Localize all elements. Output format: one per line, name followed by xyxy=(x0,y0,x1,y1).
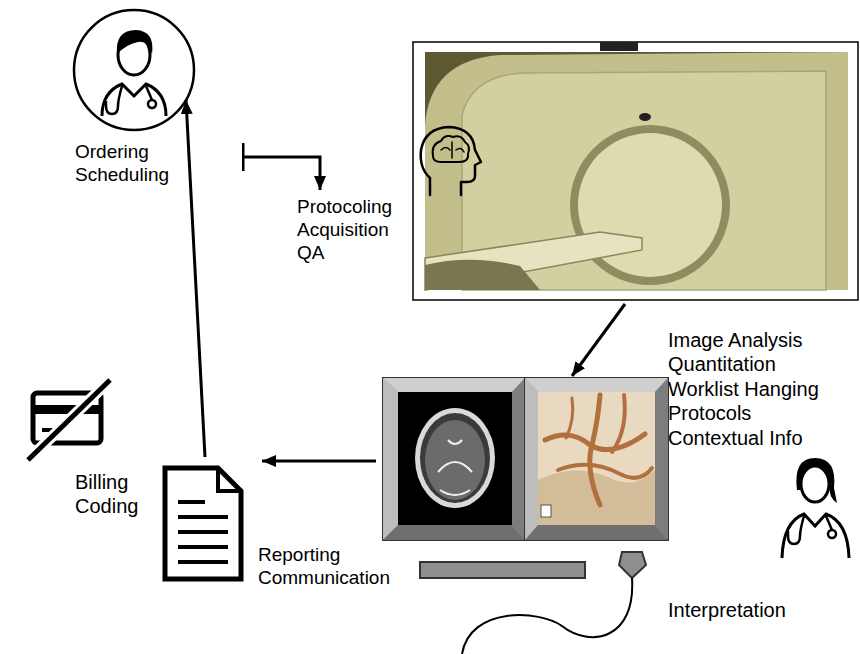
bezel-bevel xyxy=(383,525,525,540)
icon-circle xyxy=(74,10,194,130)
slash xyxy=(28,380,110,460)
document-outline xyxy=(165,468,241,579)
hair xyxy=(804,463,828,474)
keyboard xyxy=(420,562,585,578)
diagram-node: Protocoling Acquisition QA xyxy=(295,42,858,300)
physician-icon xyxy=(74,10,194,130)
gantry-slot xyxy=(639,113,651,121)
frame-clip xyxy=(600,42,638,51)
patient-table xyxy=(425,232,642,290)
vessel xyxy=(566,398,573,438)
node-text: Ordering Scheduling xyxy=(75,140,187,186)
bore-rim xyxy=(570,125,730,285)
flow-arrow xyxy=(186,100,205,457)
vessel xyxy=(590,395,600,505)
body xyxy=(102,84,166,116)
ct-slice-skull xyxy=(415,408,495,508)
radiologist-icon xyxy=(782,458,849,558)
bezel-bevel xyxy=(383,378,398,540)
report-document-icon xyxy=(165,468,241,579)
diagram-node: Image Analysis Quantitation Worklist Han… xyxy=(378,378,858,640)
monitor-screen xyxy=(538,392,655,525)
mouse xyxy=(619,552,646,578)
stethoscope xyxy=(826,516,832,530)
bezel-bevel xyxy=(383,378,525,392)
hair xyxy=(796,458,837,503)
slash-gap xyxy=(28,380,110,460)
bezel-bevel xyxy=(525,525,668,540)
vessel-render xyxy=(545,395,652,505)
crossed-card-icon xyxy=(28,380,110,460)
document-fold xyxy=(218,468,241,491)
monitor-bezel xyxy=(383,378,525,540)
stethoscope xyxy=(148,100,156,108)
stethoscope xyxy=(788,516,804,544)
bezel-bevel xyxy=(525,378,538,540)
ct-slice xyxy=(420,413,490,503)
flow-arrow xyxy=(262,460,376,463)
flow-arrow xyxy=(572,304,625,376)
monitor-bezel xyxy=(525,378,668,540)
vessel xyxy=(558,465,652,478)
bezel-bevel xyxy=(512,378,525,540)
head xyxy=(801,466,829,502)
stethoscope xyxy=(106,86,122,114)
stethoscope xyxy=(828,530,836,538)
brain-folds xyxy=(441,142,464,158)
flow-arrow xyxy=(243,157,320,190)
vessel xyxy=(612,395,625,452)
gantry xyxy=(425,52,848,290)
photo-frame xyxy=(413,42,858,300)
free-label: Billing Coding xyxy=(75,470,155,519)
node-text: Protocoling Acquisition QA xyxy=(297,195,409,265)
body xyxy=(782,514,849,558)
workstation xyxy=(383,378,668,654)
ct-slice-brain xyxy=(425,420,485,500)
node-text: Interpretation xyxy=(668,598,828,622)
monitor-screen xyxy=(398,392,512,525)
brain-head-icon xyxy=(421,127,481,195)
table-cloth xyxy=(425,260,540,290)
document-lines xyxy=(178,502,228,562)
head-outline xyxy=(421,127,481,195)
ct-scanner-photo xyxy=(413,42,858,300)
bezel-bevel xyxy=(525,378,668,392)
diagram-node: Reporting Communication xyxy=(158,455,383,595)
brain xyxy=(433,136,469,162)
hair xyxy=(117,30,153,54)
mouse-cable xyxy=(462,578,632,654)
node-text: Image Analysis Quantitation Worklist Han… xyxy=(668,328,840,450)
ct-slice-vessels xyxy=(438,440,472,495)
stethoscope xyxy=(146,86,152,100)
photo-ground xyxy=(425,52,848,290)
bezel-bevel xyxy=(655,378,668,540)
diagram-node: Ordering Scheduling xyxy=(70,8,243,218)
node-text: Reporting Communication xyxy=(258,543,398,589)
orientation-cube xyxy=(541,505,551,517)
